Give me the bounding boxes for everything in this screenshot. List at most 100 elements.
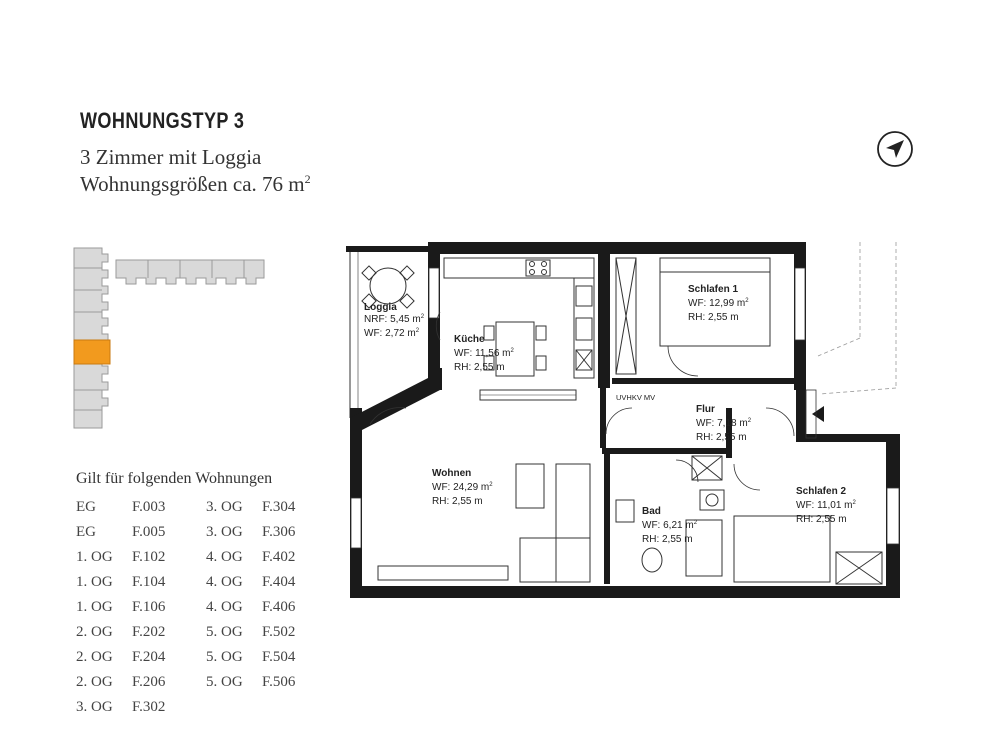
apartment-floor: 5. OG — [206, 674, 243, 690]
apartment-unit: F.306 — [262, 524, 296, 540]
kueche-rh: RH: 2,55 m — [454, 362, 505, 373]
room-label-flur: Flur WF: 7,18 m2 RH: 2,55 m — [696, 404, 752, 443]
tv-board — [377, 565, 509, 581]
apartment-row: 1. OG F.104 — [76, 570, 165, 595]
apartment-floor: EG — [76, 499, 96, 515]
apartment-floor: 2. OG — [76, 624, 113, 640]
shaft-label: UVHKV MV — [616, 393, 655, 402]
wohnen-rh: RH: 2,55 m — [432, 496, 483, 507]
apartment-row: 4. OG F.404 — [206, 570, 295, 595]
svg-text:NRF: 5,45 m2: NRF: 5,45 m2 — [364, 314, 425, 325]
bath-fixtures — [615, 455, 725, 577]
loggia-wf-sup: 2 — [416, 328, 420, 334]
svg-text:WF: 24,29 m2: WF: 24,29 m2 — [432, 482, 493, 493]
svg-text:WF: 2,72 m2: WF: 2,72 m2 — [364, 328, 420, 339]
apartment-unit: F.506 — [262, 674, 296, 690]
svg-text:WF: 6,21 m2: WF: 6,21 m2 — [642, 520, 698, 531]
svg-text:WF: 7,18 m2: WF: 7,18 m2 — [696, 418, 752, 429]
room-label-schlafen2: Schlafen 2 WF: 11,01 m2 RH: 2,55 m — [796, 486, 857, 525]
apartment-unit: F.005 — [132, 524, 166, 540]
apartment-floor: 1. OG — [76, 549, 113, 565]
bad-wf: WF: 6,21 m — [642, 520, 694, 531]
page-title: WOHNUNGSTYP 3 — [80, 108, 245, 133]
apartment-unit: F.502 — [262, 624, 296, 640]
schlafen1-wf-sup: 2 — [745, 298, 749, 304]
apartment-row: EG F.003 — [76, 495, 165, 520]
bed-schlafen1 — [659, 257, 771, 347]
kitchen-counter — [443, 257, 595, 379]
apartment-row: 1. OG F.102 — [76, 545, 165, 570]
room-label-wohnen: Wohnen WF: 24,29 m2 RH: 2,55 m — [432, 468, 493, 507]
loggia-name: Loggia — [364, 302, 397, 313]
apartment-row: 5. OG F.502 — [206, 620, 295, 645]
apartment-unit: F.302 — [132, 699, 166, 715]
schlafen2-rh: RH: 2,55 m — [796, 514, 847, 525]
size-unit-sup: 2 — [304, 172, 311, 186]
apartment-row: 2. OG F.206 — [76, 670, 165, 695]
apartment-unit: F.003 — [132, 499, 166, 515]
apartment-floor: 1. OG — [76, 599, 113, 615]
flur-name: Flur — [696, 404, 715, 415]
bad-wf-sup: 2 — [694, 520, 698, 526]
apartment-unit: F.504 — [262, 649, 296, 665]
rooms-subtitle: 3 Zimmer mit Loggia — [80, 145, 262, 169]
entrance-arrow — [812, 406, 824, 422]
apartment-row: EG F.005 — [76, 520, 165, 545]
schlafen2-wf-sup: 2 — [853, 500, 857, 506]
apartment-unit: F.106 — [132, 599, 166, 615]
schlafen2-wf: WF: 11,01 m — [796, 500, 853, 511]
wohnen-wf-sup: 2 — [489, 482, 493, 488]
apartment-floor: 3. OG — [206, 499, 243, 515]
flur-rh: RH: 2,55 m — [696, 432, 747, 443]
apartment-unit: F.206 — [132, 674, 166, 690]
apartment-unit: F.102 — [132, 549, 166, 565]
door-swings — [369, 311, 795, 491]
apartment-floor: 2. OG — [76, 674, 113, 690]
apartment-floor: 2. OG — [76, 649, 113, 665]
apartment-unit: F.202 — [132, 624, 166, 640]
bad-rh: RH: 2,55 m — [642, 534, 693, 545]
kueche-wf: WF: 11,56 m — [454, 348, 511, 359]
apartment-unit: F.406 — [262, 599, 296, 615]
size-text: Wohnungsgrößen ca. 76 m — [80, 172, 305, 196]
apartment-unit: F.204 — [132, 649, 166, 665]
schlafen1-wf: WF: 12,99 m — [688, 298, 745, 309]
schlafen1-rh: RH: 2,55 m — [688, 312, 739, 323]
size-subtitle: Wohnungsgrößen ca. 76 m2 — [80, 172, 311, 197]
apartment-floor: 5. OG — [206, 624, 243, 640]
apartment-floor: 4. OG — [206, 574, 243, 590]
coffee-table — [515, 463, 545, 509]
loggia-wf: WF: 2,72 m — [364, 328, 416, 339]
schlafen2-furniture — [733, 515, 883, 585]
apartment-unit: F.104 — [132, 574, 166, 590]
kueche-name: Küche — [454, 334, 485, 345]
room-label-schlafen1: Schlafen 1 WF: 12,99 m2 RH: 2,55 m — [688, 284, 749, 323]
neighbor-outline — [817, 242, 897, 395]
apartment-floor: 3. OG — [206, 524, 243, 540]
apartment-floor: EG — [76, 524, 96, 540]
schlafen2-name: Schlafen 2 — [796, 486, 846, 497]
wohnen-wf: WF: 24,29 m — [432, 482, 489, 493]
flur-wf: WF: 7,18 m — [696, 418, 748, 429]
svg-text:WF: 11,56 m2: WF: 11,56 m2 — [454, 348, 515, 359]
apartment-row: 3. OG F.306 — [206, 520, 295, 545]
apartment-unit: F.304 — [262, 499, 296, 515]
floor-plan: Loggia NRF: 5,45 m2 WF: 2,72 m2 Küche WF… — [346, 242, 900, 598]
apartment-row: 5. OG F.504 — [206, 645, 295, 670]
bad-name: Bad — [642, 506, 661, 517]
apartment-list-heading: Gilt für folgenden Wohnungen — [76, 470, 273, 487]
svg-text:WF: 12,99 m2: WF: 12,99 m2 — [688, 298, 749, 309]
windows — [350, 267, 900, 549]
north-arrow-icon — [877, 131, 913, 167]
apartment-unit: F.404 — [262, 574, 296, 590]
apartment-row: 2. OG F.204 — [76, 645, 165, 670]
wardrobe-schlafen1 — [615, 257, 637, 375]
apartment-floor: 1. OG — [76, 574, 113, 590]
schlafen1-name: Schlafen 1 — [688, 284, 738, 295]
apartment-floor: 5. OG — [206, 649, 243, 665]
flur-wf-sup: 2 — [748, 418, 752, 424]
